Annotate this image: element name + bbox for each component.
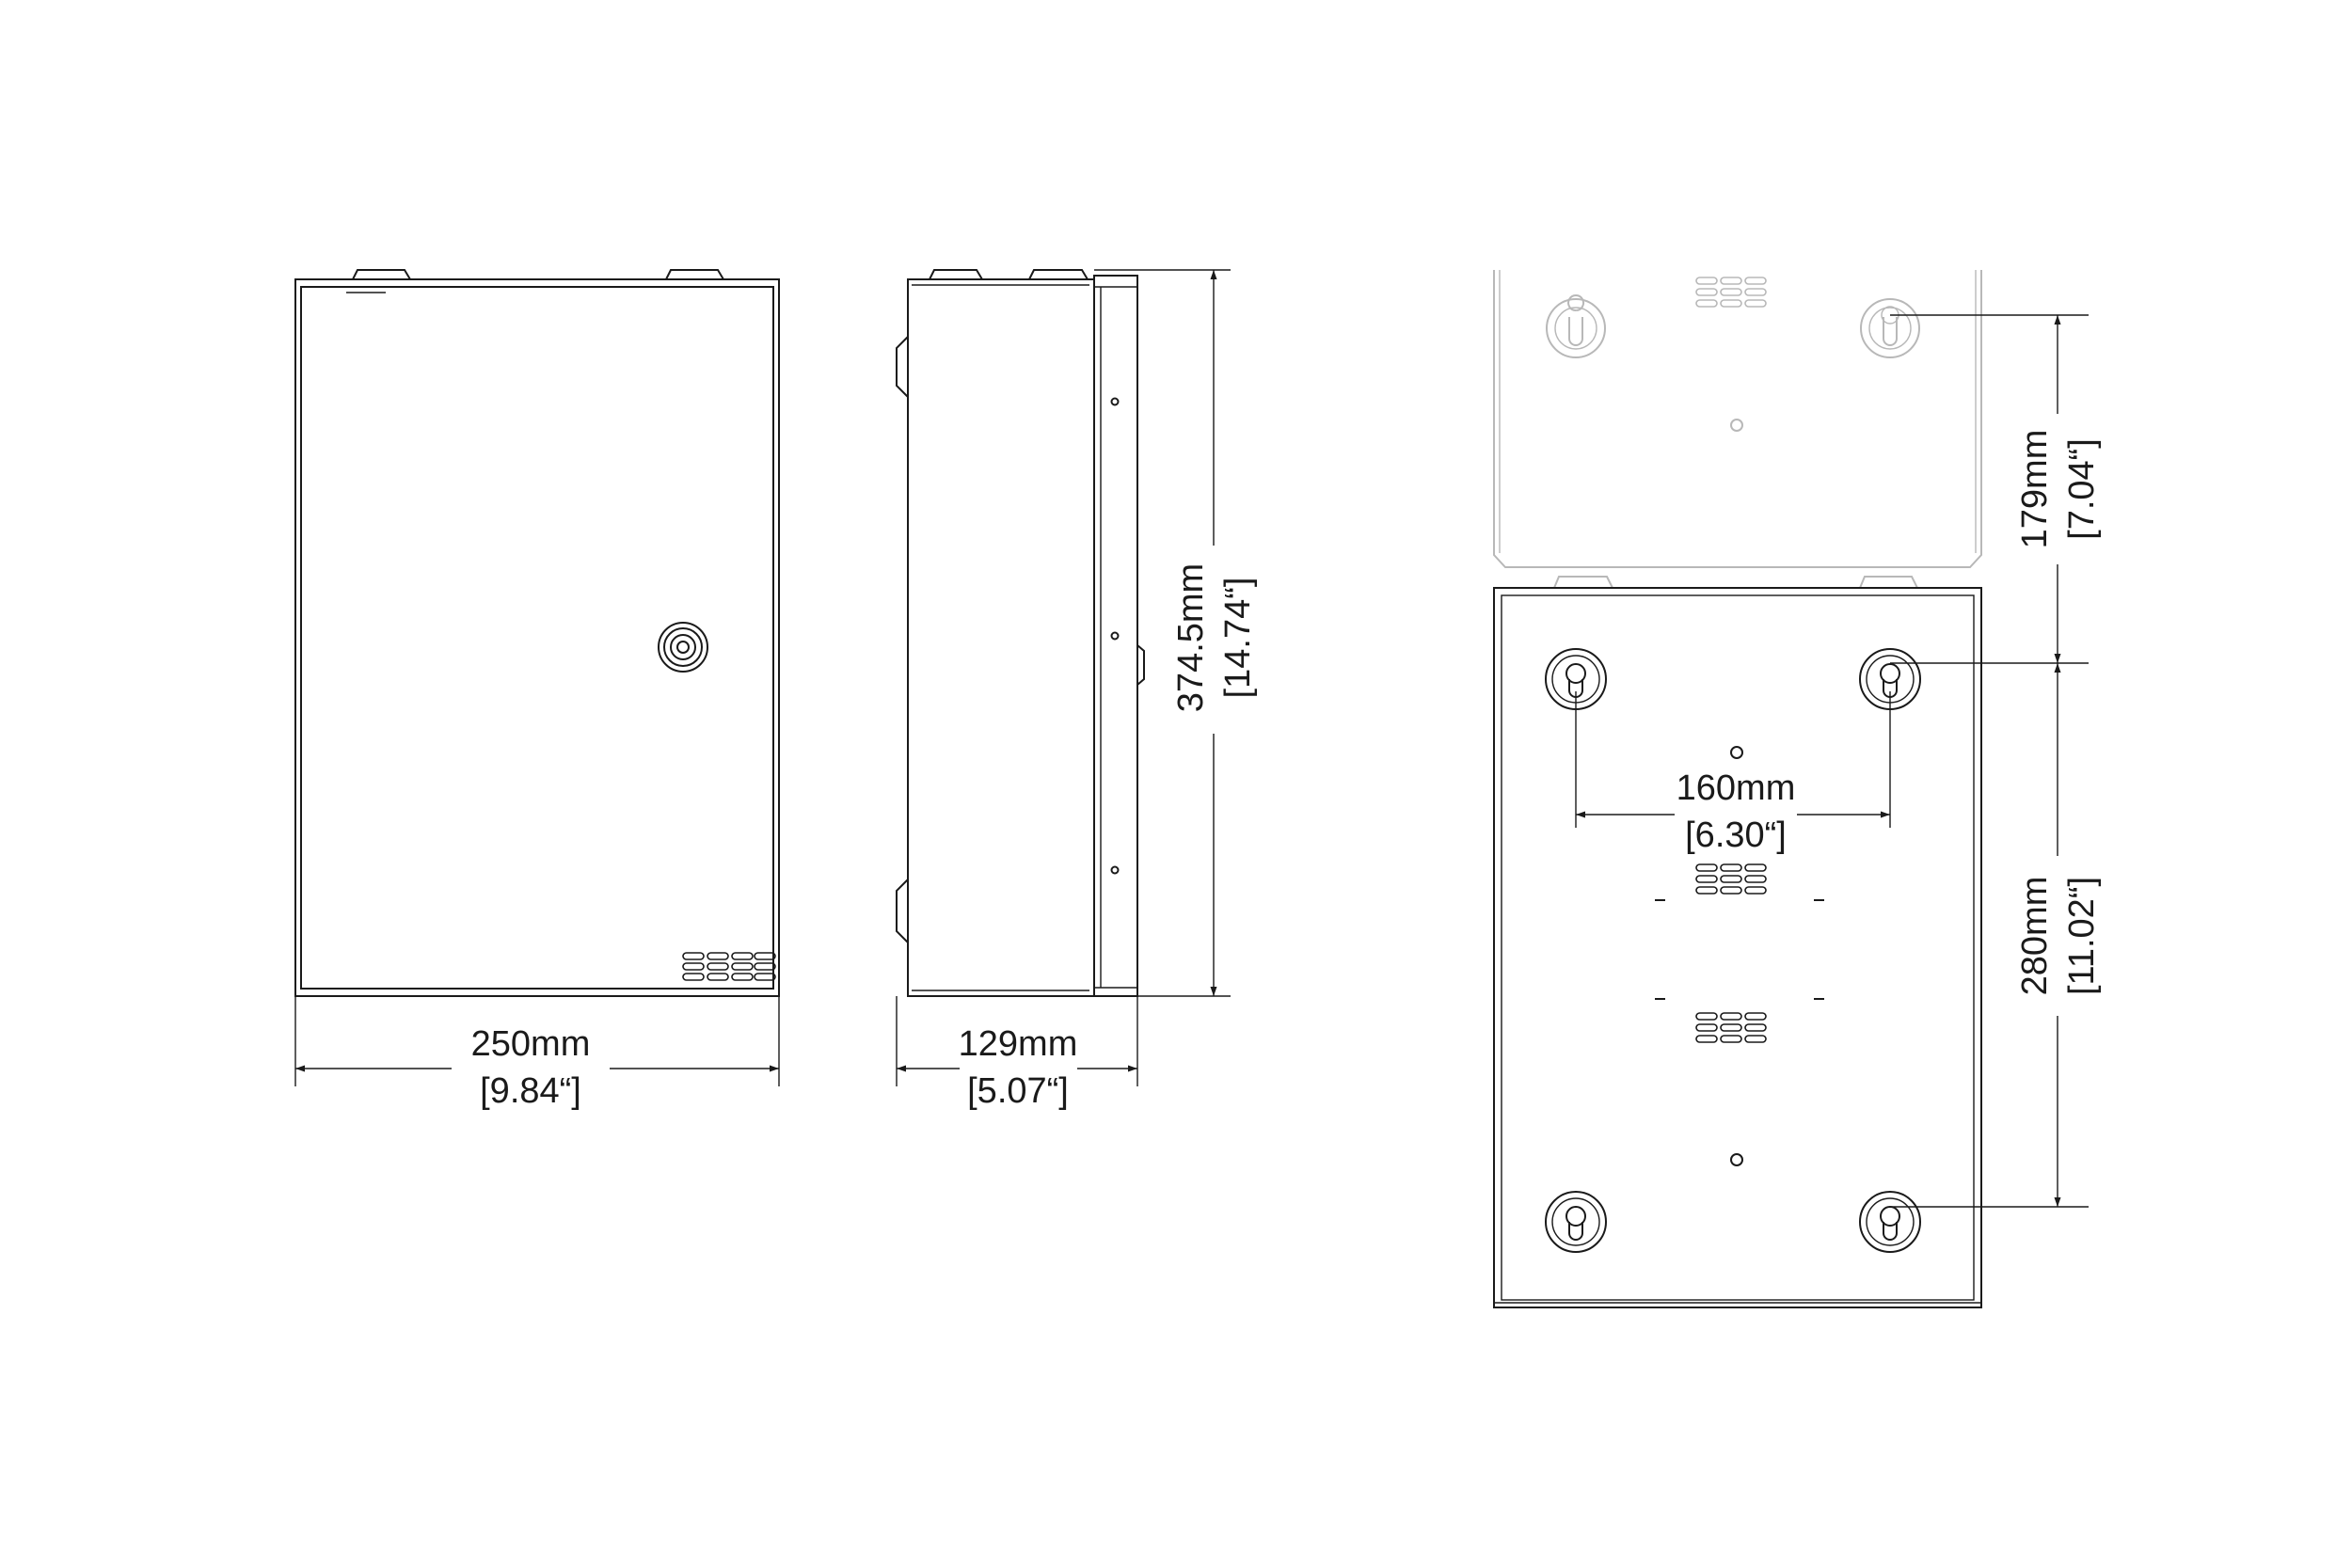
ghost-extension [1493, 270, 1982, 589]
back-hole-top [1730, 746, 1743, 759]
ghost-keyhole-right-icon [1860, 298, 1920, 358]
width-mm-label: 250mm [471, 1024, 591, 1064]
front-view: 250mm [9.84“] [294, 269, 780, 1111]
back-slot-marks [1655, 899, 1824, 1000]
ghost-vent-grille [1695, 277, 1767, 308]
back-panel [1493, 587, 1982, 1308]
side-top-tab-right [1028, 269, 1089, 280]
side-view: 129mm [5.07“] 374.5mm [14.74“] [896, 269, 1258, 1111]
hole-spacing-mm-label: 160mm [1677, 768, 1796, 808]
front-top-tab-left [352, 269, 411, 280]
extension-mm-label: 179mm [2015, 430, 2055, 549]
height-mm-label: 374.5mm [1171, 563, 1211, 712]
depth-mm-label: 129mm [959, 1024, 1078, 1064]
back-panel-inner [1501, 594, 1975, 1301]
side-screw-top [1110, 397, 1120, 406]
side-back-bracket-top [896, 336, 909, 398]
keyhole-bottom-left-icon [1545, 1191, 1607, 1253]
extension-inch-label: [7.04“] [2062, 438, 2102, 540]
back-view: 160mm [6.30“] 179mm [7.04“] 280mm [11.02… [1493, 270, 2102, 1308]
mount-spacing-mm-label: 280mm [2015, 877, 2055, 996]
ghost-keyhole-left-icon [1546, 294, 1606, 358]
back-hole-bottom [1730, 1153, 1743, 1166]
back-vent-grille-lower [1695, 1012, 1767, 1043]
side-top-tab-left [929, 269, 983, 280]
side-body [907, 278, 1095, 997]
side-screw-bottom [1110, 865, 1120, 875]
side-door-edge [1093, 275, 1138, 997]
hole-spacing-inch-label: [6.30“] [1685, 816, 1787, 855]
height-inch-label: [14.74“] [1218, 578, 1258, 699]
side-screw-mid [1110, 631, 1120, 641]
front-door [300, 286, 774, 990]
side-back-bracket-bottom [896, 879, 909, 943]
back-vent-grille-upper [1695, 863, 1767, 895]
front-body [294, 278, 780, 997]
mount-spacing-inch-label: [11.02“] [2062, 877, 2102, 995]
lock-icon [658, 622, 708, 673]
width-inch-label: [9.84“] [480, 1071, 581, 1111]
front-top-tab-right [665, 269, 724, 280]
depth-inch-label: [5.07“] [967, 1071, 1069, 1111]
front-vent-grille [682, 952, 776, 981]
keyhole-bottom-right-icon [1859, 1191, 1921, 1253]
